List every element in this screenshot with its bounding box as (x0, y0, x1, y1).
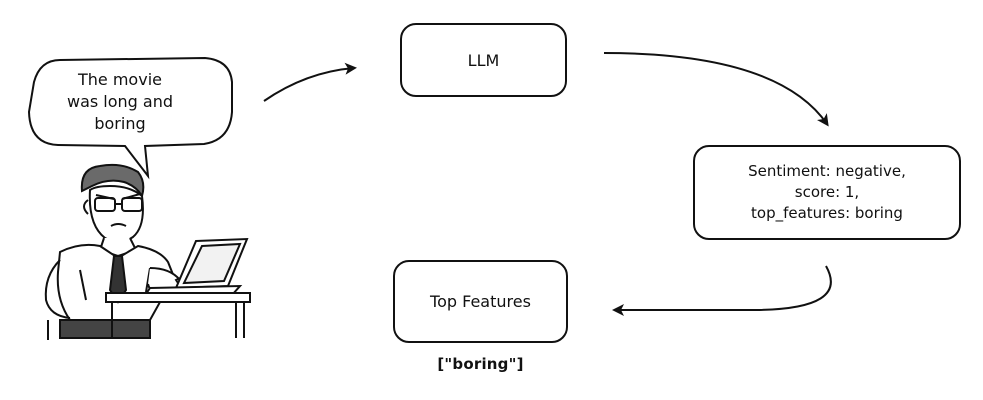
top-features-label: Top Features (430, 292, 531, 311)
angry-man-illustration (44, 163, 204, 340)
llm-label: LLM (467, 50, 500, 70)
top-features-result: ["boring"] (437, 355, 524, 373)
sentiment-line: score: 1, (794, 183, 860, 201)
sentiment-line: Sentiment: negative, (748, 162, 906, 180)
top-features-box: Top Features (393, 260, 568, 343)
speech-bubble (27, 56, 233, 180)
laptop-illustration (142, 237, 249, 299)
arrow-user-to-llm (263, 62, 357, 102)
arrow-llm-to-sentiment (603, 52, 829, 127)
speech-bubble-text: The movie was long and boring (45, 69, 195, 135)
sentiment-line: top_features: boring (751, 204, 903, 222)
sentiment-output-box: Sentiment: negative, score: 1, top_featu… (693, 145, 961, 240)
desk-illustration (105, 292, 251, 338)
arrow-sentiment-to-topfeatures (612, 265, 832, 316)
speech-bubble-line: was long and (66, 92, 174, 111)
llm-box: LLM (400, 23, 567, 97)
speech-bubble-line: boring (94, 114, 146, 133)
speech-bubble-line: The movie (78, 70, 162, 89)
